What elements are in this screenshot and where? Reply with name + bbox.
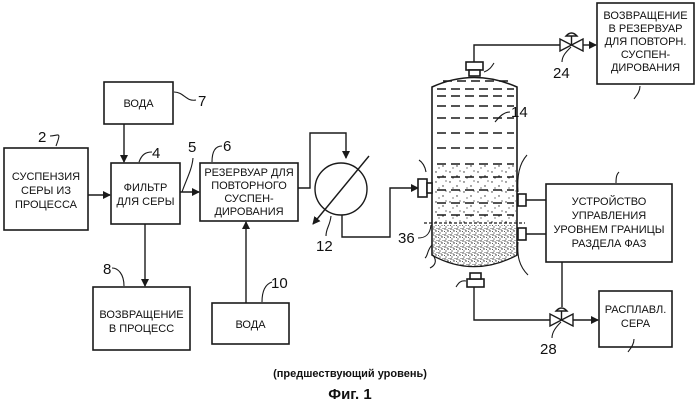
line-bottom-outlet — [474, 287, 550, 320]
ref-12: 12 — [316, 238, 333, 255]
leader-36 — [418, 225, 431, 238]
control-valve-28 — [550, 308, 573, 326]
ref-4: 4 — [152, 145, 160, 162]
interface-controller-label-1: УСТРОЙСТВО — [572, 195, 647, 208]
leader-6 — [212, 146, 222, 162]
control-valve-24 — [560, 33, 583, 51]
figure-title: Фиг. 1 — [328, 386, 371, 403]
return-to-tank-box: ВОЗВРАЩЕНИЕ В РЕЗЕРВУАР ДЛЯ ПОВТОРН. СУС… — [597, 3, 694, 84]
return-to-tank-label-3: ДЛЯ ПОВТОРН. — [605, 36, 687, 48]
filter-label-2: ДЛЯ СЕРЫ — [116, 196, 174, 208]
water-bottom-label: ВОДА — [235, 319, 266, 331]
ref-2: 2 — [38, 129, 46, 146]
molten-sulfur-label-1: РАСПЛАВЛ. — [605, 304, 667, 316]
leader-8 — [112, 268, 124, 286]
ref-8: 8 — [103, 261, 111, 278]
level-sensor-lower — [518, 228, 526, 240]
slurry-source-label-1: СУСПЕНЗИЯ — [12, 171, 80, 183]
ref-36: 36 — [398, 230, 415, 247]
ref-5: 5 — [188, 139, 196, 156]
return-to-process-label-1: ВОЗВРАЩЕНИЕ — [99, 309, 183, 321]
interface-controller-label-2: УПРАВЛЕНИЯ — [572, 210, 646, 222]
figure-caption: (предшествующий уровень) — [273, 368, 427, 380]
return-to-process-label-2: В ПРОЦЕСС — [109, 323, 174, 335]
exchanger-diagonal-arrow — [313, 156, 369, 224]
water-top-label: ВОДА — [123, 98, 154, 110]
line-top-outlet — [474, 45, 560, 62]
slurry-source-label-2: СЕРЫ ИЗ — [21, 185, 71, 197]
ref-28: 28 — [540, 341, 557, 358]
interface-controller-label-4: РАЗДЕЛА ФАЗ — [572, 238, 647, 250]
return-to-tank-label-4: СУСПЕН- — [621, 49, 671, 61]
leader-4 — [139, 152, 152, 162]
slurry-source-label-3: ПРОЦЕССА — [15, 199, 78, 211]
reslurry-tank-label-2: ПОВТОРНОГО — [211, 180, 287, 192]
return-to-tank-label-2: В РЕЗЕРВУАР — [608, 23, 682, 35]
leader-7 — [174, 92, 196, 100]
return-to-tank-label-5: ДИРОВАНИЯ — [611, 62, 680, 74]
water-bottom-box: ВОДА — [212, 303, 289, 344]
level-sensor-upper — [518, 194, 526, 206]
ref-6: 6 — [223, 138, 231, 155]
slurry-source-box: СУСПЕНЗИЯ СЕРЫ ИЗ ПРОЦЕССА — [4, 148, 88, 230]
water-top-box: ВОДА — [104, 82, 173, 124]
interface-controller-box: УСТРОЙСТВО УПРАВЛЕНИЯ УРОВНЕМ ГРАНИЦЫ РА… — [546, 184, 672, 262]
ref-14: 14 — [511, 104, 528, 121]
reslurry-tank-label-3: СУСПЕН- — [224, 193, 274, 205]
reslurry-tank-box: РЕЗЕРВУАР ДЛЯ ПОВТОРНОГО СУСПЕН- ДИРОВАН… — [200, 163, 298, 221]
reslurry-tank-label-1: РЕЗЕРВУАР ДЛЯ — [204, 167, 293, 179]
sulfur-sediment — [433, 225, 516, 266]
return-to-tank-label-1: ВОЗВРАЩЕНИЕ — [603, 10, 687, 22]
leader-2 — [50, 135, 59, 146]
melter-vessel: 36 14 — [398, 62, 528, 287]
molten-sulfur-box: РАСПЛАВЛ. СЕРА — [599, 291, 672, 347]
inlet-nozzle — [418, 179, 427, 197]
leader-5 — [182, 158, 193, 192]
reslurry-tank-label-4: ДИРОВАНИЯ — [214, 206, 283, 218]
bottom-nozzle — [467, 279, 484, 287]
filter-label-1: ФИЛЬТР — [124, 182, 168, 194]
ref-10: 10 — [271, 275, 288, 292]
ref-24: 24 — [553, 65, 570, 82]
return-to-process-box: ВОЗВРАЩЕНИЕ В ПРОЦЕСС — [93, 287, 190, 350]
interface-controller-label-3: УРОВНЕМ ГРАНИЦЫ — [553, 224, 664, 236]
top-nozzle — [466, 62, 483, 70]
ref-7: 7 — [198, 93, 206, 110]
top-nozzle-neck — [469, 70, 480, 76]
molten-sulfur-label-2: СЕРА — [621, 318, 651, 330]
filter-box: ФИЛЬТР ДЛЯ СЕРЫ — [111, 163, 180, 224]
line-reslurry-to-exchanger — [298, 133, 346, 188]
leader-12 — [326, 216, 331, 236]
